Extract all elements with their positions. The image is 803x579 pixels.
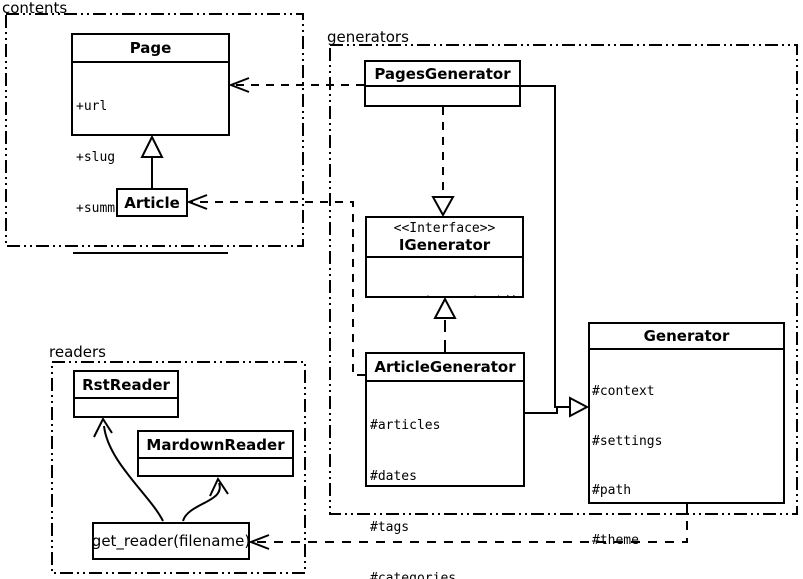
attribute-line: +url (76, 99, 108, 114)
attribute-line: #settings (592, 433, 663, 449)
class-methods: +read() (139, 457, 292, 475)
class-box-articlegenerator: ArticleGenerator #articles #dates #tags … (365, 352, 525, 579)
class-methods: +generate_context() +generate_output() (367, 256, 522, 296)
class-box-page: Page +url +slug +summary +check_properti… (71, 33, 230, 254)
package-label-contents: contents (2, 0, 68, 17)
edge-article-extends-page (140, 134, 164, 188)
class-title: <<Interface>> IGenerator (367, 218, 522, 256)
class-title: RstReader (82, 375, 170, 394)
open-arrowhead-icon (209, 476, 229, 497)
edge-articlegenerator-depends-article (186, 194, 365, 376)
class-title: Generator (643, 327, 730, 345)
attribute-line: #articles (370, 418, 441, 433)
function-box-get-reader: get_reader(filename) (92, 522, 250, 560)
class-attributes: #articles #dates #tags #categories (367, 380, 523, 579)
edge-generators-extend-generator (521, 85, 590, 418)
class-title: ArticleGenerator (374, 358, 516, 376)
package-label-generators: generators (327, 28, 409, 46)
class-box-generator: Generator #context #settings #path #them… (588, 322, 785, 548)
package-frame-generators (329, 44, 798, 515)
class-box-mardownreader: MardownReader +read() (137, 430, 294, 477)
class-box-article: Article (116, 188, 188, 217)
class-attributes: +url +slug +summary (73, 61, 228, 252)
attribute-line: #context (592, 384, 655, 399)
edge-articlegenerator-implements-igenerator (433, 296, 457, 352)
package-frame-readers (51, 361, 306, 574)
class-attributes: #context #settings #path #theme #output_… (590, 348, 783, 579)
realization-triangle-icon (433, 296, 457, 319)
edge-pagesgenerator-depends-page (228, 77, 364, 93)
attribute-line: #dates (370, 469, 417, 484)
class-title: MardownReader (146, 435, 285, 454)
inheritance-triangle-icon (140, 134, 164, 158)
edge-getreader-to-rstreader (93, 416, 164, 522)
attribute-line: +slug (76, 150, 116, 165)
open-arrowhead-icon (93, 416, 113, 438)
interface-stereotype: <<Interface>> (393, 220, 496, 236)
class-title-text: IGenerator (398, 235, 491, 254)
edge-generator-depends-getreader (248, 504, 688, 550)
class-box-rstreader: RstReader +read() (73, 370, 179, 418)
class-title: PagesGenerator (374, 64, 511, 83)
class-box-igenerator: <<Interface>> IGenerator +generate_conte… (365, 216, 524, 298)
class-box-pagesgenerator: PagesGenerator #pages (364, 60, 521, 107)
edge-pagesgenerator-implements-igenerator (431, 107, 455, 218)
function-label: get_reader(filename) (91, 532, 251, 550)
open-arrowhead-icon (248, 534, 270, 550)
realization-triangle-icon (431, 196, 455, 218)
open-arrowhead-icon (186, 194, 208, 210)
attribute-line: #theme (592, 532, 639, 548)
method-line: +generate_context() (370, 293, 519, 296)
open-arrowhead-icon (228, 77, 250, 93)
attribute-line: #tags (370, 520, 410, 535)
class-title: Article (124, 193, 180, 212)
package-label-readers: readers (49, 343, 106, 361)
attribute-line: #categories (370, 571, 457, 579)
class-attributes: #pages (366, 85, 519, 105)
package-frame-contents (5, 13, 304, 247)
class-methods: +check_properties() (73, 252, 228, 256)
class-methods: +read() (75, 397, 177, 416)
inheritance-triangle-icon (569, 396, 590, 418)
edge-getreader-to-mardownreader (182, 476, 229, 522)
attribute-line: #path (592, 483, 632, 498)
class-title: Page (129, 39, 172, 57)
